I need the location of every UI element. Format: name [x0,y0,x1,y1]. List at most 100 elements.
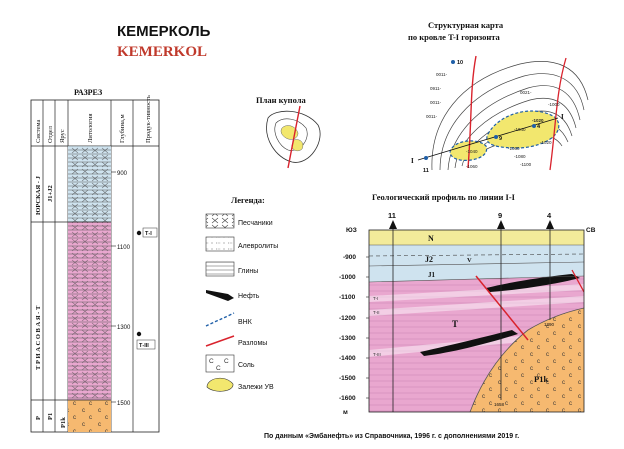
layer-label-j1: J1 [428,271,436,279]
salt-legend-symbol: С [216,365,221,372]
fault-legend-icon [205,335,235,347]
profile-y-tick: -1100 [339,294,356,301]
profile-y-tick: -1400 [339,355,356,362]
legend-faults: Разломы [238,340,267,347]
stratigraphic-column: РАЗРЕЗ Система Отдел Ярус Литология Глуб… [30,88,160,433]
profile-y-tick: -1000 [339,274,356,281]
header-department: Отдел [47,125,54,143]
salt-legend-symbol: С [224,358,229,365]
title-en: KEMERKOL [117,44,207,60]
contour-label: 0011- [430,100,442,105]
profile-unit: м [343,409,348,416]
profile-y-tick: -1600 [339,395,356,402]
depth-tick: 900 [117,171,128,177]
map-title-2: по кровле T-I горизонта [408,32,501,42]
oil-marker-icon [136,331,142,337]
oil-marker-icon [136,230,142,236]
well-icon [424,156,428,160]
contour-label: -1000 [548,102,560,107]
legend: Легенда: Песчаники Алевролиты Глины Нефт… [205,195,278,392]
depth-tick: 1100 [117,245,131,251]
dept-jurassic: J1+J2 [47,185,54,202]
line-end-right: I [561,113,564,121]
depth-tick: 1500 [117,401,131,407]
contour-label: -1060 [508,146,520,151]
contour-label: -1080 [514,154,526,159]
section-title: РАЗРЕЗ [74,88,102,97]
system-jurassic: ЮРСКАЯ - J [35,175,42,215]
map-title-1: Структурная карта [428,20,504,30]
well-marker-icon [389,220,397,229]
system-permian: P [35,416,42,420]
oil-legend-icon [206,290,234,301]
depth-tick: 1300 [117,325,131,331]
well-marker-icon [497,220,505,229]
profile-well-label: 4 [547,211,552,220]
profile-well-label: 9 [498,211,502,220]
plan-title: План купола [256,95,306,105]
contour-label: 0021- [520,90,532,95]
layer-label-v: V [467,257,472,264]
contour-label: -1020 [532,118,544,123]
layer-label-t: T [452,319,458,329]
horizon-tag: T-III [373,352,381,357]
well-bottom-depth: 1658 [494,402,505,407]
line-end-left: I [411,157,414,165]
horizon-tag: T-II [373,310,380,315]
geological-profile: Геологический профиль по линии I-I ЮЗ СВ [339,192,596,416]
legend-clays: Глины [238,268,258,275]
layer-label-j2: J2 [425,255,433,264]
profile-title: Геологический профиль по линии I-I [372,192,516,202]
header-productivity: Продук-тивность [145,95,152,143]
header-system: Система [35,120,42,143]
profile-y-tick: -900 [343,254,356,261]
deposit-legend-icon [206,377,234,392]
layer-label-n: N [428,234,434,243]
contour-label: -1040 [514,127,526,132]
salt-legend-symbol: С [209,358,214,365]
profile-y-tick: -1500 [339,375,356,382]
well-icon [532,124,536,128]
well-bottom-depth: 1290 [544,322,555,327]
dir-right: СВ [586,227,596,234]
owc-legend-icon [205,312,235,327]
contour-label: 0011- [436,72,448,77]
title-ru: КЕМЕРКОЛЬ [117,23,211,40]
horizon-t3: Т-III [139,343,149,349]
map-well-label: 4 [537,124,541,130]
profile-y-tick: -1200 [339,315,356,322]
header-stage: Ярус [59,129,66,143]
horizon-tag: T-I [373,296,378,301]
contour-label: -1040 [466,149,478,154]
well-marker-icon [546,220,554,229]
map-well-label: 9 [499,136,502,142]
contour-label: -1060 [466,164,478,169]
profile-y-tick: -1300 [339,335,356,342]
contour-label: 0911- [430,86,442,91]
legend-deposits: Залежи УВ [238,384,274,391]
legend-salt: Соль [238,362,255,369]
profile-well-label: 11 [388,211,396,220]
layer-label-p1k: P1k [534,374,548,384]
dept-permian: P1 [47,413,54,420]
contour-label: -1100 [520,162,532,167]
contour-label: -1020 [540,140,552,145]
source-note: По данным «Эмбанефть» из Справочника, 19… [264,432,519,440]
well-icon [451,60,455,64]
header-lithology: Литология [87,114,94,143]
legend-owc: ВНК [238,319,253,326]
stage-permian: P1k [60,417,67,428]
legend-title: Легенда: [231,195,265,205]
map-well-label: 11 [423,168,429,174]
map-well-label: 10 [457,60,463,66]
legend-oil: Нефть [238,293,260,300]
dir-left: ЮЗ [346,227,357,234]
well-icon [494,135,498,139]
legend-sandstone: Песчаники [238,220,273,227]
horizon-t1: Т-I [145,231,152,237]
system-triassic: Т Р И А С О В А Я - Т [35,305,42,370]
contour-label: 0011- [426,114,438,119]
structural-map: Структурная карта по кровле T-I горизонт… [408,20,589,174]
